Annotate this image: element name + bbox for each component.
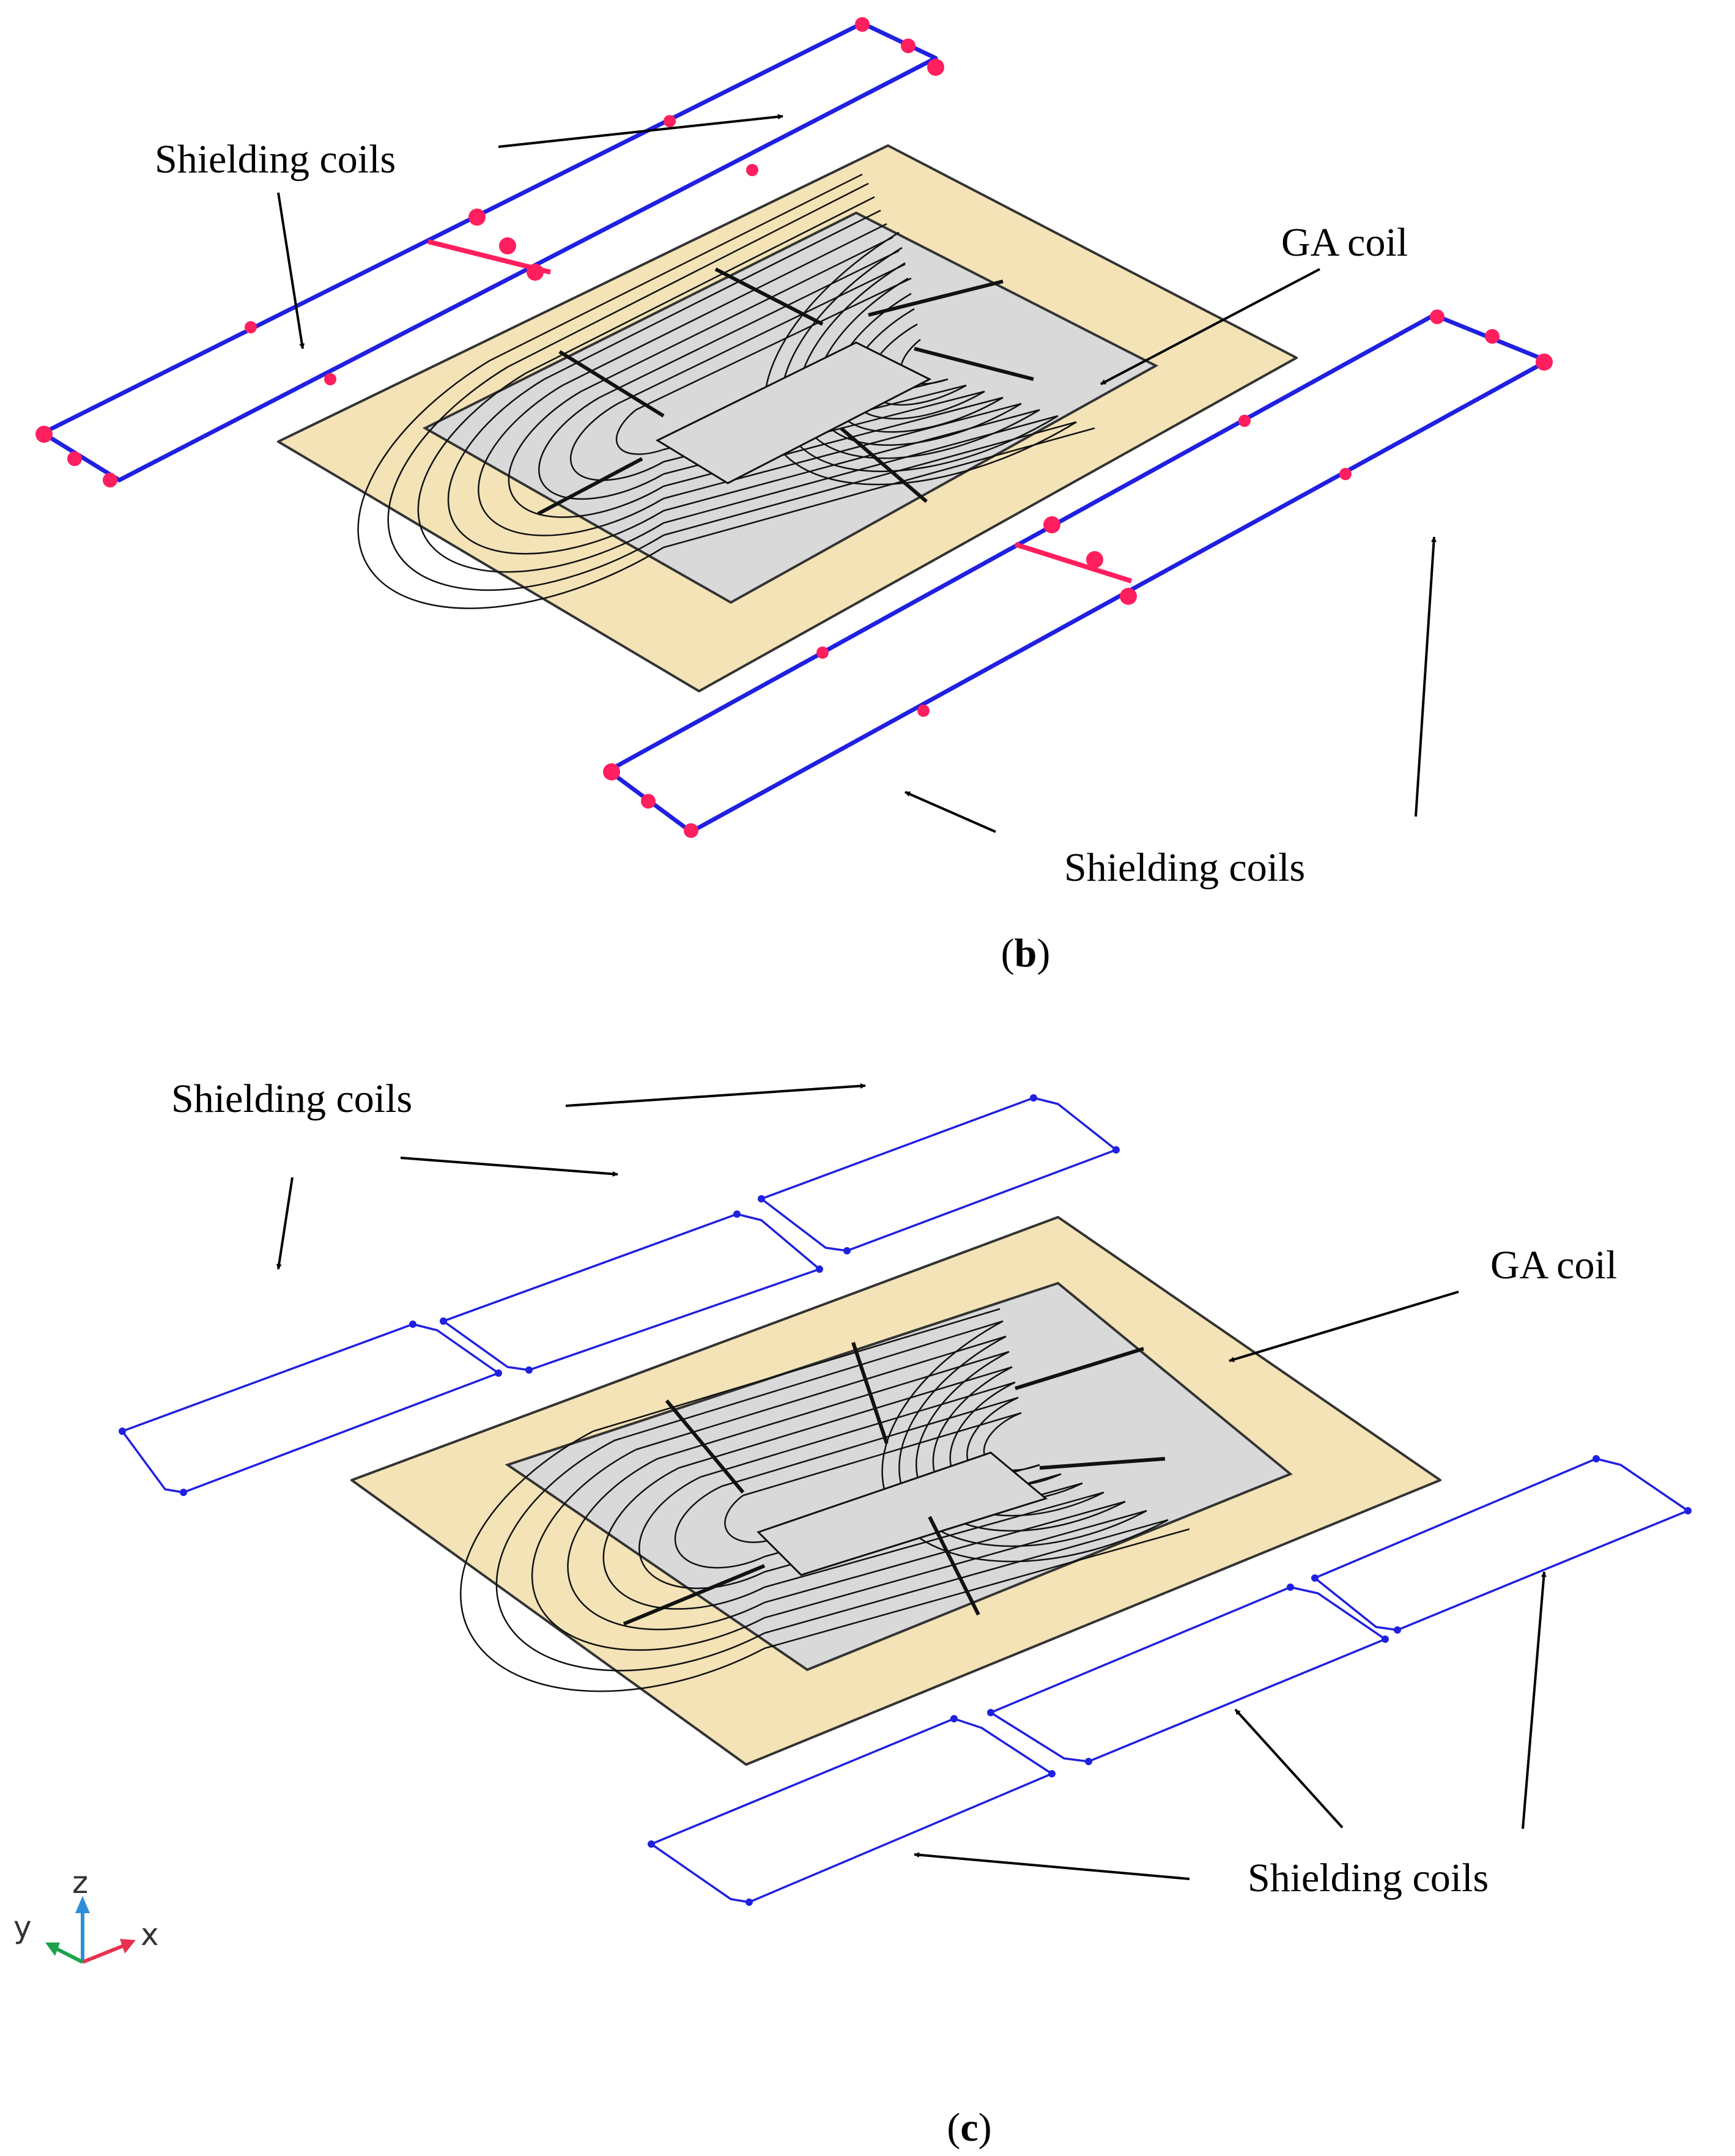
shield-coil-right-b <box>603 309 1553 838</box>
winding-spokes <box>537 267 1034 516</box>
arrow-shield-right-2 <box>1415 536 1437 817</box>
arrow-shield-top-1 <box>565 1083 866 1107</box>
winding-spokes-c <box>623 1342 1166 1626</box>
caption-b: (b) <box>1001 931 1051 976</box>
winding-arc-left <box>357 360 664 609</box>
shield-coil-nodes <box>119 1094 1120 1496</box>
label-shielding-coils-left: Shielding coils <box>155 137 396 182</box>
arrow-ga-coil-b <box>1100 268 1320 385</box>
arrow-shield-top-2 <box>400 1157 618 1177</box>
label-ga-coil-b: GA coil <box>1281 220 1408 265</box>
caption-c: (c) <box>947 2105 991 2150</box>
ga-coil-windings <box>357 173 1095 609</box>
shield-current-markers <box>35 17 944 487</box>
winding-arc-left-c <box>460 1430 765 1692</box>
axis-x-arrowhead <box>120 1939 136 1954</box>
arrow-shield-bottom-3 <box>1522 1571 1547 1829</box>
axis-x-label: x <box>141 1917 159 1952</box>
shield-coils-top-c <box>119 1094 1120 1496</box>
coil-center-opening-c <box>757 1451 1048 1576</box>
shield-coils-bottom-c <box>648 1455 1692 1906</box>
winding-straight-top <box>489 173 912 411</box>
shield-coil-left-b <box>35 17 944 487</box>
arrow-shield-top-3 <box>276 1177 294 1270</box>
label-shielding-coils-bottom: Shielding coils <box>1248 1856 1489 1900</box>
label-shielding-coils-top: Shielding coils <box>171 1076 412 1121</box>
winding-straight-top-c <box>593 1308 1022 1497</box>
axis-triad: z y x <box>13 1865 159 1964</box>
arrow-ga-coil-c <box>1229 1291 1459 1362</box>
shield-coil-c-4 <box>650 1717 1053 1903</box>
arrow-shield-right-1 <box>904 791 996 833</box>
axis-x-line <box>81 1943 127 1964</box>
label-shielding-coils-right: Shielding coils <box>1064 845 1305 890</box>
axis-z-label: z <box>72 1865 88 1900</box>
axis-z-arrowhead <box>75 1896 90 1913</box>
arrow-shield-bottom-2 <box>1234 1708 1344 1829</box>
axis-y-arrowhead <box>45 1943 60 1956</box>
ga-coil-windings-c <box>460 1308 1190 1692</box>
axis-y-line <box>54 1946 84 1964</box>
shield-coil-nodes <box>648 1455 1692 1906</box>
arrow-shield-bottom-1 <box>914 1852 1190 1880</box>
panel-b: Shielding coils GA coil Shielding coils … <box>35 17 1553 976</box>
label-ga-coil-c: GA coil <box>1490 1243 1617 1287</box>
panel-c: Shielding coils GA coil Shielding coils … <box>13 1076 1692 2150</box>
arrow-shield-left-1 <box>498 114 783 148</box>
coil-center-opening <box>655 341 932 484</box>
arrow-shield-left-2 <box>277 192 305 349</box>
shield-current-markers <box>603 309 1553 838</box>
axis-y-label: y <box>13 1910 32 1945</box>
